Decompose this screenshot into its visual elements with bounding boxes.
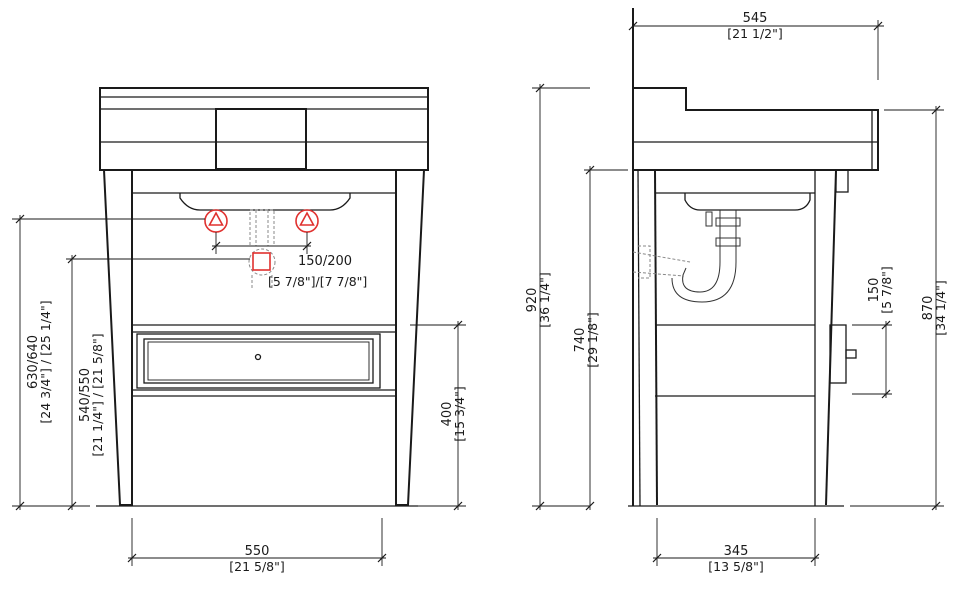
dim-400-inch: [15 3/4"]: [452, 386, 467, 442]
dim-920-inch: [36 1/4"]: [537, 272, 552, 328]
dim-345-value: 345: [724, 544, 749, 559]
dim-345-inch: [13 5/8"]: [708, 559, 764, 574]
drawer-knob-icon: [254, 353, 262, 361]
dim-630-inch: [24 3/4"] / [25 1/4"]: [38, 300, 53, 423]
dim-545-value: 545: [743, 11, 768, 26]
dim-150-inch: [5 7/8"]: [879, 266, 894, 314]
dim-740-value: 740: [573, 328, 588, 353]
dim-400-value: 400: [440, 402, 455, 427]
dim-550-inch: [21 5/8"]: [229, 559, 285, 574]
supply-spacing-value: 150/200: [298, 254, 352, 269]
dim-540-value: 540/550: [78, 368, 93, 422]
dim-630-value: 630/640: [26, 335, 41, 389]
dim-870-value: 870: [921, 296, 936, 321]
dim-870-inch: [34 1/4"]: [933, 280, 948, 336]
dim-540-inch: [21 1/4"] / [21 5/8"]: [90, 333, 105, 456]
side-view: 545 [21 1/2"] 920 [36 1/4"] 740 [29 1/8"…: [525, 8, 948, 574]
hot-supply-icon: [204, 209, 228, 233]
dim-740-inch: [29 1/8"]: [585, 312, 600, 368]
dim-920-value: 920: [525, 288, 540, 313]
supply-spacing-inch: [5 7/8"]/[7 7/8"]: [268, 274, 367, 289]
drain-outlet-icon: [252, 252, 271, 271]
cold-supply-icon: [295, 209, 319, 233]
dim-550-value: 550: [245, 544, 270, 559]
dim-150-value: 150: [867, 278, 882, 303]
front-view: 150/200 [5 7/8"]/[7 7/8"] 630/640 [24 3/…: [12, 87, 467, 574]
dim-545-inch: [21 1/2"]: [727, 26, 783, 41]
